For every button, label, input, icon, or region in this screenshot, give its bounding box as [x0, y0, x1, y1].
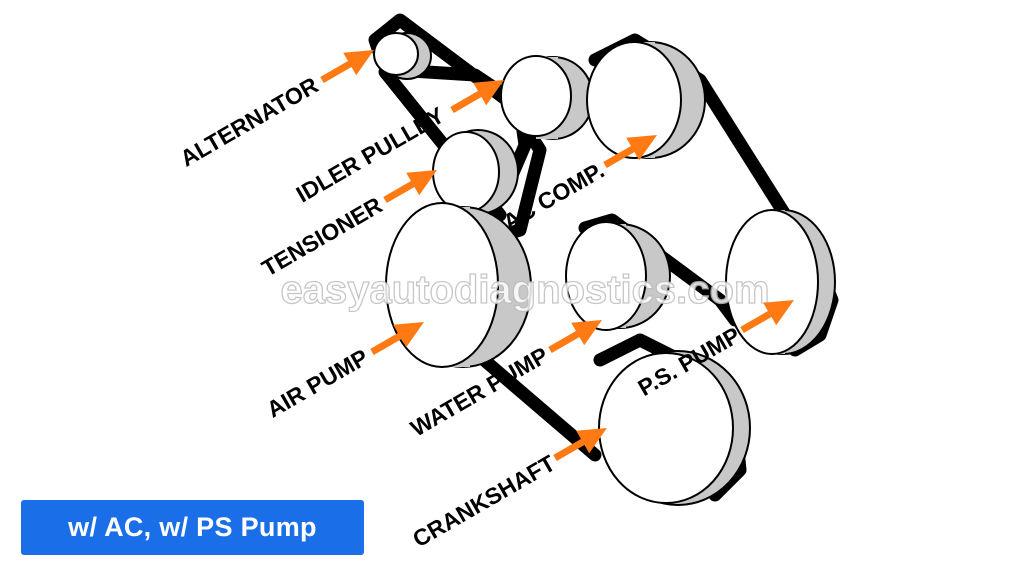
crankshaft-pulley	[598, 350, 751, 506]
idler-pulley-arrow	[450, 80, 504, 114]
configuration-badge-text: w/ AC, w/ PS Pump	[68, 512, 317, 542]
crankshaft-label: CRANKSHAFT	[408, 450, 559, 552]
air-pump-arrow	[370, 322, 424, 356]
air-pump-label: AIR PUMP	[262, 344, 372, 423]
ac-compressor-arrow	[603, 135, 657, 169]
idler-pulley	[500, 55, 594, 140]
alternator-arrow	[320, 50, 374, 84]
configuration-badge: w/ AC, w/ PS Pump	[21, 500, 364, 555]
crankshaft-arrow	[553, 428, 607, 462]
ac-compressor-pulley	[586, 41, 706, 159]
tensioner-pulley	[432, 129, 519, 215]
watermark-text: easyautodiagnostics.com	[280, 268, 769, 312]
idler-pulley-label: IDLER PULLEY	[292, 102, 449, 208]
alternator-label: ALTERNATOR	[176, 72, 323, 172]
water-pump-pulley	[565, 221, 671, 331]
ps-pump-arrow	[740, 300, 794, 334]
water-pump-arrow	[548, 320, 602, 354]
tensioner-arrow	[383, 170, 437, 204]
alternator-pulley	[373, 32, 432, 80]
